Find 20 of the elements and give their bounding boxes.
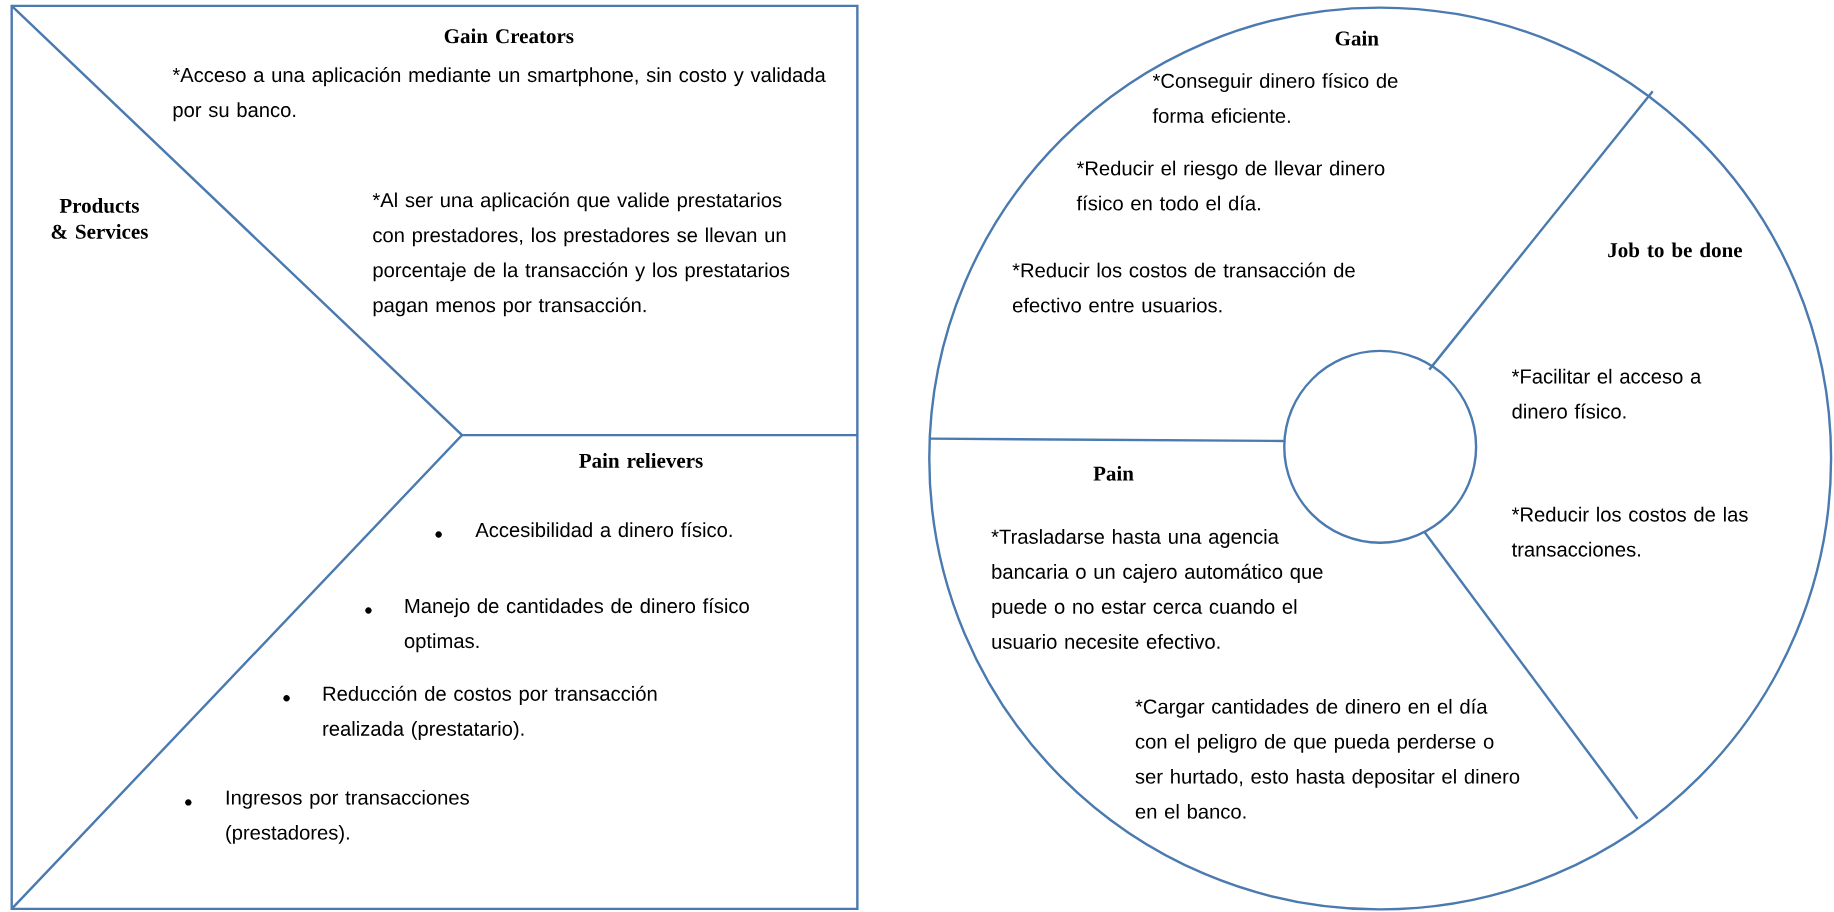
body-text: *Reducir los costos de transacción de efectivo entre usuarios.: [1012, 262, 1355, 313]
section-heading: Products & Services: [51, 197, 148, 239]
bullet-item: Reducción de costos por transacción realizada (prestatario).: [323, 685, 657, 740]
section-heading: Pain: [1093, 465, 1134, 481]
body-text: *Al ser una aplicación que valide prestatarios con prestadores, los prestadores se llevan un porcentaje de la transacción y los prestatarios pagan menos por transacción.: [372, 192, 790, 317]
body-text: *Cargar cantidades de dinero en el día con el peligro de que pueda perderse o ser hurtado, esto hasta depositar el dinero en el banco.: [1135, 698, 1520, 819]
center-circle: [1283, 349, 1478, 544]
section-heading: Job to be done: [1608, 242, 1743, 258]
bullet-item: Accesibilidad a dinero físico.: [475, 521, 732, 537]
body-text: *Reducir el riesgo de llevar dinero físico en todo el día.: [1076, 160, 1385, 211]
bullet-item: Ingresos por transacciones (prestadores).: [226, 789, 469, 844]
section-heading: Gain Creators: [444, 28, 574, 44]
body-text: *Conseguir dinero físico de forma eficiente.: [1152, 72, 1398, 123]
body-text: *Facilitar el acceso a dinero físico.: [1511, 368, 1702, 419]
section-heading: Gain: [1335, 30, 1379, 46]
bullet-item: Manejo de cantidades de dinero físico optimas.: [404, 597, 749, 652]
body-text: *Reducir los costos de las transacciones.: [1511, 506, 1748, 557]
body-text: *Acceso a una aplicación mediante un smartphone, sin costo y validada por su banco.: [172, 66, 826, 121]
body-text: *Trasladarse hasta una agencia bancaria o un cajero automático que puede o no estar cerca cuando el usuario necesite efectivo.: [991, 528, 1323, 649]
section-heading: Pain relievers: [579, 452, 703, 468]
